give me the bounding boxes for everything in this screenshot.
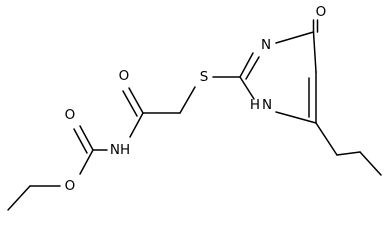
ethyl-carbamate — [7, 125, 108, 211]
bond-c2-n1 — [239, 76, 255, 100]
bond-c-amide-o — [128, 87, 144, 114]
bond-c-carbamate-o — [79, 125, 94, 151]
bond-c6-ca — [315, 122, 338, 156]
bond-ca-cb — [336, 151, 361, 156]
thioacetamide-linker — [122, 76, 241, 138]
atom-label-o-ester: O — [65, 178, 76, 194]
bond-c4-c5 — [312, 31, 317, 73]
propyl-chain — [315, 122, 382, 176]
atom-label-o-amide: O — [119, 68, 130, 84]
bond-cb-cc — [359, 151, 382, 176]
atom-label-n-ring: N — [261, 37, 271, 53]
bond-c4-n3 — [275, 31, 315, 44]
bond-c-amide-n — [129, 112, 144, 138]
bond-ch2-ch3 — [7, 185, 31, 211]
atom-label-h-ring: H — [250, 97, 260, 113]
atom-label-o-carbamate-carbonyl: O — [65, 107, 76, 123]
bond-n3-c2-double — [245, 56, 260, 80]
atom-label-n-ring-nh: N — [262, 97, 272, 113]
bond-c-carbamate-o-double — [73, 128, 88, 154]
bond-c-amide-o-double — [122, 90, 138, 117]
atom-label-o-ring-carbonyl: O — [316, 4, 327, 20]
bond-c-carbamate-o-ester — [79, 149, 94, 175]
bond-n3-c2 — [239, 52, 254, 78]
atom-label-nh-amide: NH — [110, 142, 130, 158]
bond-s-ch2 — [179, 86, 196, 114]
pyrimidinone-ring — [239, 19, 319, 124]
atom-label-s-thioether: S — [200, 69, 209, 85]
bond-n1-c6 — [275, 111, 317, 124]
atom-labels: O N H N S O NH O O — [65, 4, 327, 194]
chemical-structure-diagram: O N H N S O NH O O — [7, 4, 382, 211]
